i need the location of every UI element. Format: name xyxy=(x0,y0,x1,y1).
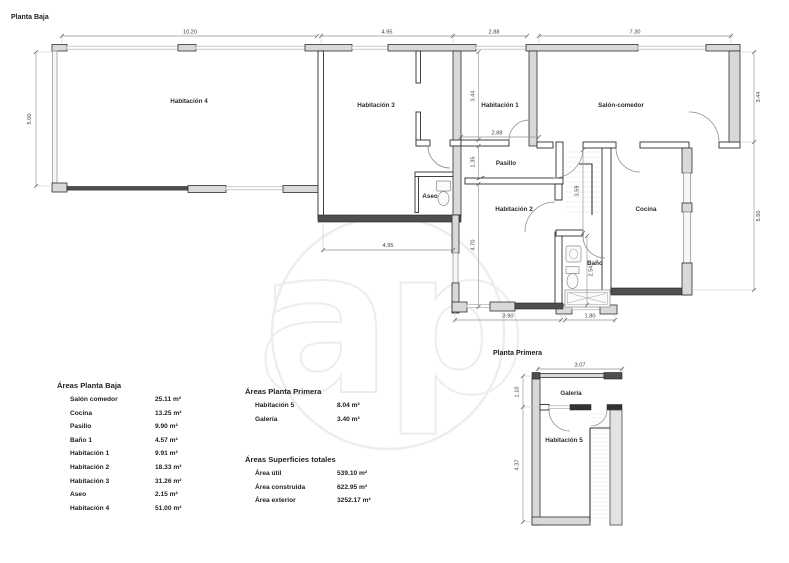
dim-hab1-inner-width: 2.88 xyxy=(492,131,503,137)
dimension-lines-pp: 3.07 1.10 4.37 xyxy=(515,363,625,525)
room-label-bano: Baño xyxy=(587,260,603,267)
row-value: 51.00 m² xyxy=(155,504,182,512)
bano-fixtures xyxy=(564,245,611,308)
dim-right-height: 5.50 xyxy=(756,211,762,222)
row-label: Habitación 3 xyxy=(70,477,110,485)
table-row: Galería 3.40 m² xyxy=(245,416,360,430)
room-label-habitacion5: Habitación 5 xyxy=(545,437,583,444)
row-label: Baño 1 xyxy=(70,436,92,444)
planta-baja-title: Planta Baja xyxy=(11,14,49,21)
table-row: Baño 1 4.57 m² xyxy=(57,437,181,451)
row-value: 2.15 m² xyxy=(155,491,178,499)
row-label: Cocina xyxy=(70,409,92,417)
table-row: Habitación 1 9.91 m² xyxy=(57,450,181,464)
row-label: Habitación 5 xyxy=(255,402,295,409)
room-label-habitacion1: Habitación 1 xyxy=(481,102,519,109)
table-row: Cocina 13.25 m² xyxy=(57,410,181,424)
row-value: 3252.17 m² xyxy=(337,497,371,505)
table-row: Habitación 3 31.26 m² xyxy=(57,478,181,492)
table-row: Área exterior 3252.17 m² xyxy=(245,497,371,511)
room-label-pasillo: Pasillo xyxy=(496,160,516,167)
room-label-habitacion4: Habitación 4 xyxy=(170,98,208,105)
row-label: Habitación 1 xyxy=(70,450,110,458)
table-title: Áreas Planta Baja xyxy=(57,381,122,390)
aseo-toilet xyxy=(436,180,451,206)
table-row: Área útil 539.10 m² xyxy=(245,470,371,484)
room-label-galeria: Galería xyxy=(560,390,582,397)
dim-hab2-width: 3.90 xyxy=(503,314,514,320)
row-value: 9.91 m² xyxy=(155,450,178,458)
dim-hab4-width: 10.20 xyxy=(183,30,197,36)
table-areas-planta-primera: Áreas Planta Primera Habitación 5 8.04 m²… xyxy=(245,387,360,429)
staircase-first xyxy=(589,413,610,522)
table-row: Habitación 4 51.00 m² xyxy=(57,505,181,519)
row-value: 18.33 m² xyxy=(155,463,182,471)
row-label: Área exterior xyxy=(255,497,296,505)
row-label: Área construida xyxy=(255,483,306,491)
room-labels-pp: Galería Habitación 5 xyxy=(545,390,583,444)
row-value: 622.95 m² xyxy=(337,483,368,491)
table-row: Aseo 2.15 m² xyxy=(57,491,181,505)
row-value: 539.10 m² xyxy=(337,470,368,477)
dim-hab4-height: 5.00 xyxy=(27,114,33,125)
dim-salon-height: 3.44 xyxy=(756,92,762,103)
row-label: Habitación 4 xyxy=(70,504,110,512)
room-label-habitacion2: Habitación 2 xyxy=(495,206,533,213)
row-value: 13.25 m² xyxy=(155,409,182,417)
table-row: Habitación 2 18.33 m² xyxy=(57,464,181,478)
row-label: Salón comedor xyxy=(70,396,118,403)
row-label: Habitación 2 xyxy=(70,463,110,471)
dim-pp-top-width: 3.07 xyxy=(575,363,586,369)
room-label-cocina: Cocina xyxy=(636,206,657,213)
row-value: 3.40 m² xyxy=(337,415,360,423)
dim-hab2-height: 4.70 xyxy=(471,240,477,251)
row-label: Área útil xyxy=(255,470,282,477)
table-row: Habitación 5 8.04 m² xyxy=(245,402,360,416)
dimension-lines-pb: 10.20 4.95 2.88 7.30 5.00 3.44 5.50 3.44… xyxy=(27,30,762,323)
dim-vestibule-height: 3.59 xyxy=(575,186,581,197)
dim-hab3-inner-width: 4.95 xyxy=(383,243,394,249)
dim-hab1-width: 2.88 xyxy=(489,30,500,36)
dim-hab5-height: 4.37 xyxy=(515,460,521,471)
dim-salon-width: 7.30 xyxy=(630,30,641,36)
dim-hab1-height: 3.44 xyxy=(471,91,477,102)
dim-bano-height: 2.54 xyxy=(589,266,595,277)
watermark: ap xyxy=(256,206,528,451)
room-label-salon-comedor: Salón-comedor xyxy=(598,102,644,109)
planta-baja-walls xyxy=(51,44,741,315)
row-value: 4.57 m² xyxy=(155,436,178,444)
table-areas-totales: Áreas Superficies totales Área útil 539.1… xyxy=(245,455,371,511)
row-value: 25.11 m² xyxy=(155,396,182,403)
table-row: Salón comedor 25.11 m² xyxy=(57,396,181,410)
table-title: Áreas Superficies totales xyxy=(245,455,336,464)
row-value: 9.90 m² xyxy=(155,423,178,431)
dim-galeria-height: 1.10 xyxy=(515,387,521,398)
row-value: 8.04 m² xyxy=(337,402,360,409)
row-label: Aseo xyxy=(70,491,87,499)
row-label: Galería xyxy=(255,415,278,423)
planta-primera-title: Planta Primera xyxy=(493,350,543,357)
dim-bano-width: 1.80 xyxy=(585,314,596,320)
room-label-habitacion3: Habitación 3 xyxy=(357,102,395,109)
planta-baja-doors xyxy=(427,111,720,259)
room-label-aseo: Aseo xyxy=(422,193,438,200)
table-title: Áreas Planta Primera xyxy=(245,387,322,396)
row-value: 31.26 m² xyxy=(155,477,182,485)
watermark-text: ap xyxy=(257,207,519,440)
row-label: Pasillo xyxy=(70,423,92,431)
table-row: Pasillo 9.90 m² xyxy=(57,423,181,437)
room-labels-pb: Habitación 4 Habitación 3 Habitación 1 S… xyxy=(170,98,657,267)
dim-hab3-width: 4.95 xyxy=(382,30,393,36)
dim-pasillo-height: 1.35 xyxy=(471,157,477,168)
table-row: Área construida 622.95 m² xyxy=(245,484,371,498)
